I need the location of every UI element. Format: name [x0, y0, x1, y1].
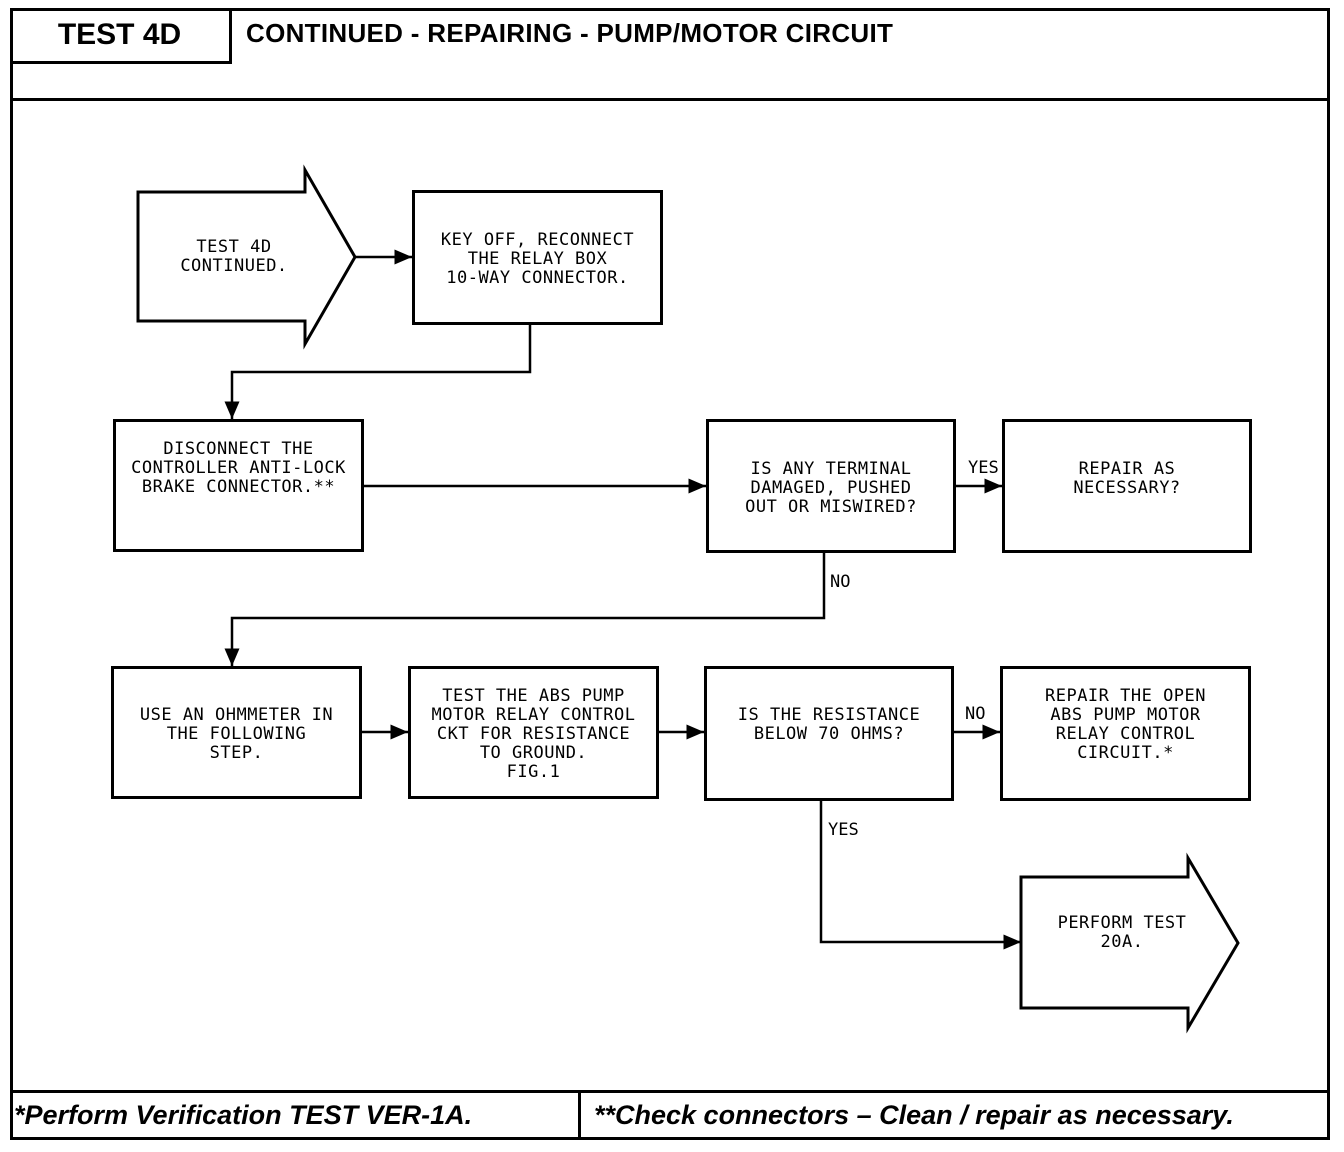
test-id-box: TEST 4D: [10, 8, 232, 64]
repair-as-necessary-text: REPAIR AS NECESSARY?: [1073, 459, 1181, 498]
connector-reconnect-to-disconnect: [224, 325, 532, 419]
end-label: PERFORM TEST 20A.: [1057, 913, 1187, 952]
label-no-terminal: NO: [830, 572, 851, 592]
box-question-terminal: IS ANY TERMINAL DAMAGED, PUSHED OUT OR M…: [706, 419, 956, 553]
end-arrow-shape: [1019, 852, 1240, 1034]
start-label: TEST 4D CONTINUED.: [180, 237, 288, 276]
box-disconnect: DISCONNECT THE CONTROLLER ANTI-LOCK BRAK…: [113, 419, 364, 552]
box-reconnect-text: KEY OFF, RECONNECT THE RELAY BOX 10-WAY …: [440, 230, 635, 288]
test-id: TEST 4D: [57, 17, 182, 51]
start-arrow-shape: [136, 164, 357, 350]
test-relay-text: TEST THE ABS PUMP MOTOR RELAY CONTROL CK…: [431, 686, 636, 782]
box-disconnect-text: DISCONNECT THE CONTROLLER ANTI-LOCK BRAK…: [131, 439, 346, 497]
question-resistance-text: IS THE RESISTANCE BELOW 70 OHMS?: [737, 705, 921, 744]
ohmmeter-text: USE AN OHMMETER IN THE FOLLOWING STEP.: [139, 705, 334, 763]
repair-open-text: REPAIR THE OPEN ABS PUMP MOTOR RELAY CON…: [1044, 686, 1207, 763]
footer-separator: [578, 1090, 581, 1140]
label-yes-terminal: YES: [968, 458, 999, 478]
box-repair-as-necessary: REPAIR AS NECESSARY?: [1002, 419, 1252, 553]
page-title: CONTINUED - REPAIRING - PUMP/MOTOR CIRCU…: [246, 18, 894, 48]
connector-yes-to-perform-test: [819, 801, 1021, 950]
box-repair-open: REPAIR THE OPEN ABS PUMP MOTOR RELAY CON…: [1000, 666, 1251, 801]
footer-note-right: **Check connectors – Clean / repair as n…: [594, 1100, 1234, 1130]
label-no-resistance: NO: [965, 704, 986, 724]
question-terminal-text: IS ANY TERMINAL DAMAGED, PUSHED OUT OR M…: [745, 459, 917, 517]
footer-divider: [10, 1090, 1330, 1093]
header-divider: [10, 98, 1330, 101]
box-question-resistance: IS THE RESISTANCE BELOW 70 OHMS?: [704, 666, 954, 801]
box-reconnect: KEY OFF, RECONNECT THE RELAY BOX 10-WAY …: [412, 190, 663, 325]
footer-note-left: *Perform Verification TEST VER-1A.: [14, 1100, 473, 1130]
box-ohmmeter: USE AN OHMMETER IN THE FOLLOWING STEP.: [111, 666, 362, 799]
page-frame: [10, 8, 1330, 1140]
box-test-relay: TEST THE ABS PUMP MOTOR RELAY CONTROL CK…: [408, 666, 659, 799]
label-yes-resistance: YES: [828, 820, 859, 840]
connector-no-to-ohmmeter: [224, 552, 826, 666]
